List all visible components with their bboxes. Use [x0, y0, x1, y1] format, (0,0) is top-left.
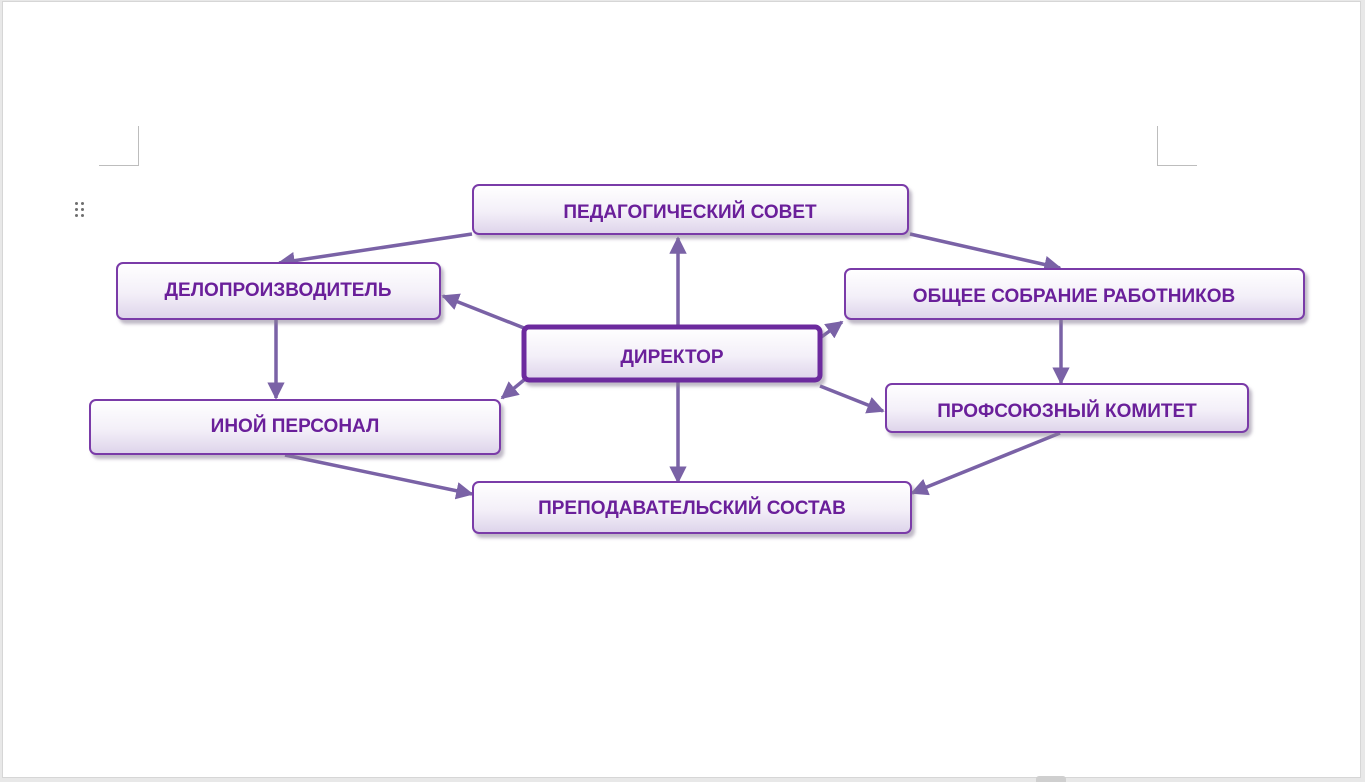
margin-corner-top-right	[1157, 126, 1197, 166]
node-profsoyuz-label: ПРОФСОЮЗНЫЙ КОМИТЕТ	[937, 400, 1197, 422]
arrow-ped-sovet-to-obshchee-sobranie	[909, 232, 1062, 274]
connector-arrows	[267, 232, 1070, 500]
arrow-direktor-to-inoy-personal	[500, 378, 526, 400]
arrow-profsoyuz-to-prepod-sostav	[910, 431, 1061, 496]
node-inoy-personal-label: ИНОЙ ПЕРСОНАЛ	[211, 415, 380, 437]
page-bottom-indicator	[1036, 776, 1066, 782]
node-deloproizvoditel-label: ДЕЛОПРОИЗВОДИТЕЛЬ	[165, 280, 392, 301]
node-obshchee-sobranie: ОБЩЕЕ СОБРАНИЕ РАБОТНИКОВ	[844, 268, 1305, 320]
arrow-inoy-personal-to-prepod-sostav	[284, 453, 474, 500]
node-profsoyuz: ПРОФСОЮЗНЫЙ КОМИТЕТ	[885, 383, 1249, 433]
arrow-direktor-to-profsoyuz	[819, 384, 885, 414]
node-deloproizvoditel: ДЕЛОПРОИЗВОДИТЕЛЬ	[116, 262, 441, 320]
drag-handle-icon[interactable]	[75, 202, 85, 222]
node-prepod-sostav: ПРЕПОДАВАТЕЛЬСКИЙ СОСТАВ	[472, 481, 912, 534]
node-ped-sovet: ПЕДАГОГИЧЕСКИЙ СОВЕТ	[472, 184, 909, 235]
margin-corner-top-left	[99, 126, 139, 166]
arrow-ped-sovet-to-deloproizvoditel	[277, 232, 473, 270]
arrow-direktor-to-obshchee-sobranie	[818, 320, 844, 340]
node-prepod-sostav-label: ПРЕПОДАВАТЕЛЬСКИЙ СОСТАВ	[538, 497, 846, 519]
node-obshchee-sobranie-label: ОБЩЕЕ СОБРАНИЕ РАБОТНИКОВ	[913, 286, 1235, 307]
node-direktor: ДИРЕКТОР	[521, 324, 823, 383]
node-inoy-personal: ИНОЙ ПЕРСОНАЛ	[89, 399, 501, 455]
node-ped-sovet-label: ПЕДАГОГИЧЕСКИЙ СОВЕТ	[563, 201, 817, 223]
node-direktor-label: ДИРЕКТОР	[620, 347, 724, 368]
arrow-direktor-to-deloproizvoditel	[441, 293, 525, 330]
